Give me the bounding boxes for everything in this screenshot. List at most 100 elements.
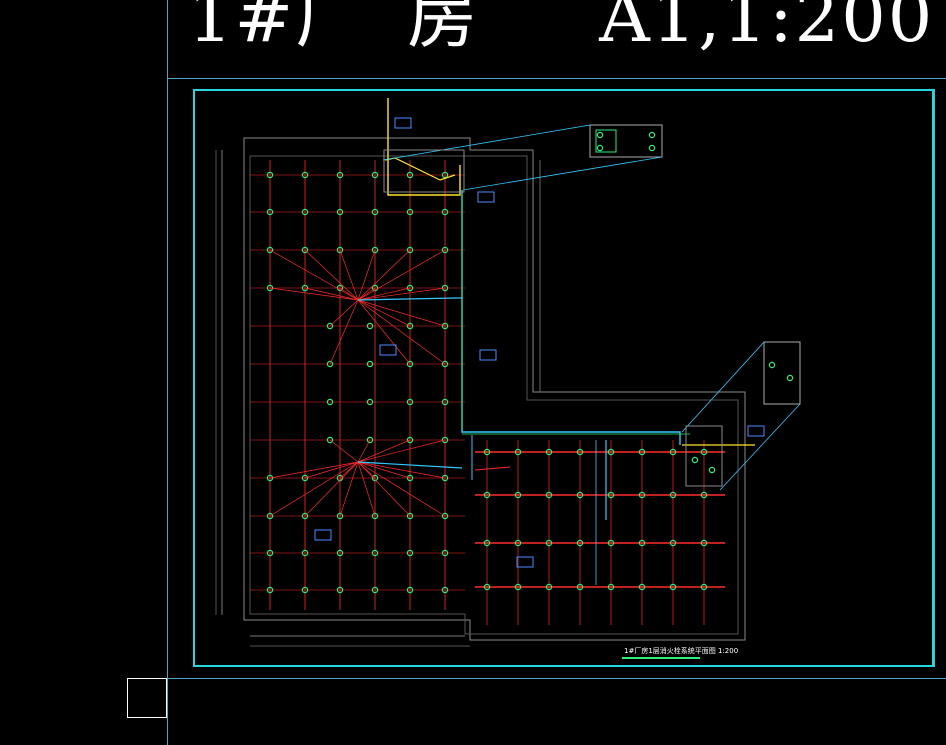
sprinkler-head xyxy=(336,246,344,254)
sprinkler-head xyxy=(441,360,449,368)
branch-pipe xyxy=(304,249,359,301)
sprinkler-head xyxy=(441,208,449,216)
outer-frame-top xyxy=(167,78,946,79)
branch-pipe xyxy=(357,439,446,463)
sprinkler-head xyxy=(336,208,344,216)
sprinkler-head xyxy=(406,246,414,254)
sprinkler-head xyxy=(371,549,379,557)
drawing-caption: 1#厂房1层消火栓系统平面图 1:200 xyxy=(624,647,739,655)
sprinkler-head xyxy=(441,398,449,406)
sprinkler-head xyxy=(576,583,584,591)
branch-pipe xyxy=(357,249,446,301)
building-outline xyxy=(243,137,746,641)
sprinkler-head xyxy=(301,208,309,216)
sprinkler-head xyxy=(691,456,699,464)
viewport-marker xyxy=(127,678,167,718)
sprinkler-head xyxy=(638,491,646,499)
sprinkler-head xyxy=(669,583,677,591)
sprinkler-head xyxy=(441,171,449,179)
sprinkler-head xyxy=(266,512,274,520)
branch-pipe xyxy=(474,466,511,471)
sprinkler-head xyxy=(406,360,414,368)
sprinkler-head xyxy=(607,491,615,499)
feed-pipe-yellow xyxy=(387,98,461,196)
sprinkler-head xyxy=(545,539,553,547)
sprinkler-head xyxy=(266,586,274,594)
pipe-label-tag xyxy=(394,117,412,129)
branch-pipe xyxy=(357,299,446,327)
sprinkler-head xyxy=(638,539,646,547)
sprinkler-head xyxy=(441,322,449,330)
sprinkler-head xyxy=(406,398,414,406)
sprinkler-head xyxy=(406,208,414,216)
sprinkler-head xyxy=(596,131,604,139)
sprinkler-head xyxy=(301,246,309,254)
sprinkler-head xyxy=(326,398,334,406)
sprinkler-head xyxy=(700,539,708,547)
sprinkler-head xyxy=(441,474,449,482)
sprinkler-head xyxy=(301,474,309,482)
sprinkler-head xyxy=(336,549,344,557)
stair-core-top xyxy=(383,149,465,193)
sprinkler-head xyxy=(545,491,553,499)
caption-underline xyxy=(622,657,700,659)
sprinkler-head xyxy=(366,398,374,406)
sprinkler-head xyxy=(638,583,646,591)
sprinkler-head xyxy=(514,448,522,456)
sprinkler-head xyxy=(514,539,522,547)
sprinkler-head xyxy=(326,322,334,330)
outer-frame-left xyxy=(167,0,168,745)
sprinkler-head xyxy=(326,436,334,444)
sprinkler-head xyxy=(326,360,334,368)
sprinkler-head xyxy=(406,586,414,594)
sprinkler-head xyxy=(371,208,379,216)
branch-pipe xyxy=(357,461,446,517)
sprinkler-head xyxy=(545,448,553,456)
sprinkler-head xyxy=(371,512,379,520)
sprinkler-head xyxy=(648,131,656,139)
branch-pipe xyxy=(357,461,411,517)
pipe-label-tag xyxy=(314,529,332,541)
branch-pipe xyxy=(329,299,359,365)
branch-pipe xyxy=(357,439,371,463)
sheet-title-part2: 房 xyxy=(407,0,480,58)
detail-box-right xyxy=(763,341,801,405)
sprinkler-head xyxy=(336,171,344,179)
sprinkler-head xyxy=(301,171,309,179)
drawing-border xyxy=(193,89,934,667)
sprinkler-head xyxy=(406,549,414,557)
sprinkler-head xyxy=(301,284,309,292)
branch-pipe xyxy=(357,461,376,517)
branch-pipe xyxy=(269,461,359,479)
sprinkler-head xyxy=(301,512,309,520)
sprinkler-head xyxy=(366,322,374,330)
sprinkler-head xyxy=(266,208,274,216)
pipe-label-tag xyxy=(747,425,765,437)
sprinkler-head xyxy=(406,474,414,482)
sprinkler-head xyxy=(768,361,776,369)
branch-pipe xyxy=(357,287,446,301)
branch-pipe xyxy=(357,249,376,301)
branch-pipe xyxy=(269,461,359,517)
branch-pipe xyxy=(339,461,359,517)
sprinkler-head xyxy=(441,436,449,444)
branch-pipe xyxy=(357,249,411,301)
sprinkler-head xyxy=(441,549,449,557)
pipe-label-tag xyxy=(479,349,497,361)
detail-box-top xyxy=(589,124,663,158)
sprinkler-head xyxy=(336,512,344,520)
branch-pipe xyxy=(357,287,411,301)
pipe-label-tag xyxy=(516,556,534,568)
sprinkler-head xyxy=(441,246,449,254)
sprinkler-head xyxy=(266,171,274,179)
sprinkler-head xyxy=(514,491,522,499)
sprinkler-head xyxy=(786,374,794,382)
sprinkler-head xyxy=(266,474,274,482)
branch-pipe xyxy=(357,299,411,365)
branch-pipe xyxy=(357,461,411,479)
sprinkler-head xyxy=(406,322,414,330)
feed-pipe-yellow xyxy=(384,157,456,181)
